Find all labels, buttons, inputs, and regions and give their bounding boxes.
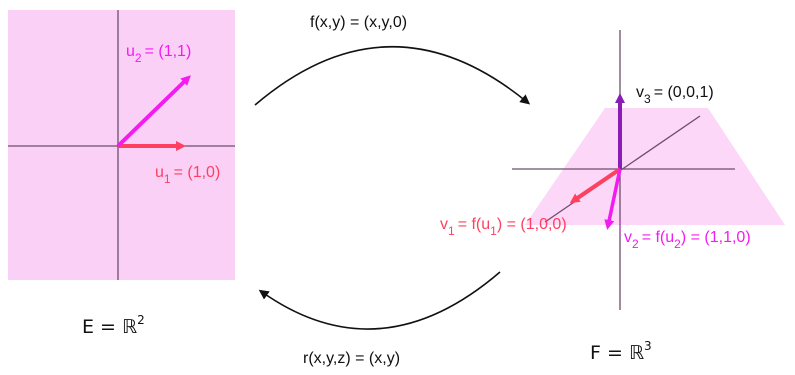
vector-v2 (604, 168, 622, 230)
v2-label: v2= f(u2) = (1,1,0) (624, 229, 751, 251)
vector-u2 (116, 75, 191, 148)
map-f-label: f(x,y) = (x,y,0) (310, 14, 407, 31)
space-e-label: E = ℝ2 (82, 313, 145, 338)
y-axis-f (544, 115, 701, 223)
u1-label: u1= (1,0) (155, 164, 220, 186)
plane-xy-f (525, 108, 785, 225)
map-f-arrow (254, 46, 531, 106)
map-r-label: r(x,y,z) = (x,y) (303, 350, 400, 367)
vector-v1 (569, 167, 622, 204)
space-f-label: F = ℝ3 (590, 339, 652, 364)
u2-label: u2= (1,1) (126, 43, 191, 65)
v3-label: v3= (0,0,1) (636, 84, 714, 106)
map-r-arrow (258, 271, 501, 330)
v1-label: v1= f(u1) = (1,0,0) (440, 216, 567, 238)
